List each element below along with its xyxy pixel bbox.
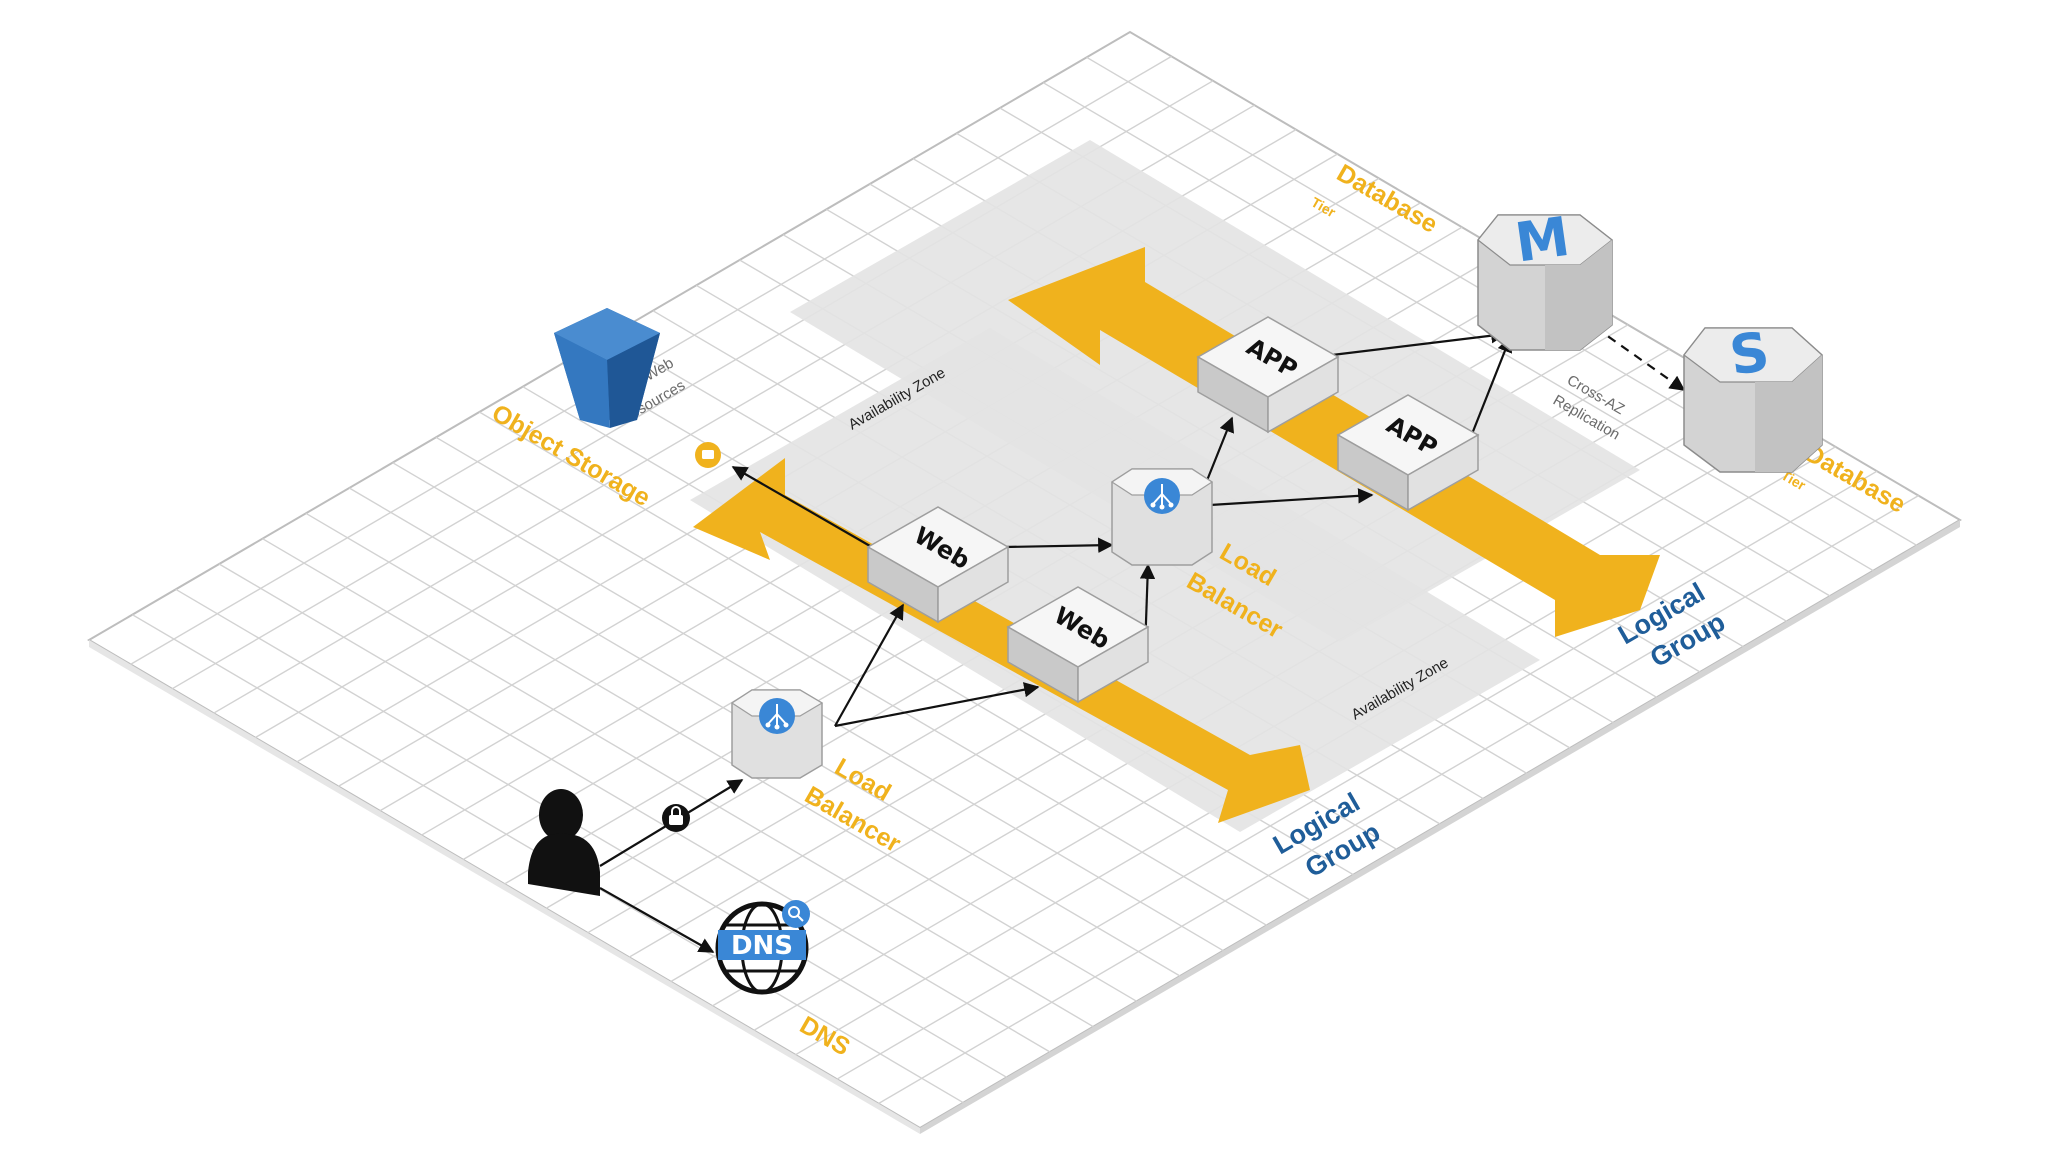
- arrow-app2-to-master: [1470, 336, 1513, 435]
- arrow-web-to-storage: [731, 466, 871, 547]
- db-master-label: M: [1511, 205, 1573, 275]
- search-icon: [782, 900, 810, 928]
- arrow-user-to-dns: [599, 887, 715, 953]
- dns-globe-text: DNS: [731, 931, 793, 961]
- arrow-lb-to-app2: [1209, 488, 1374, 507]
- web-server-1[interactable]: Web: [866, 506, 1010, 624]
- arrow-web1-to-lb: [1004, 537, 1114, 553]
- dns-globe-icon[interactable]: DNS: [715, 900, 810, 995]
- database-master[interactable]: M: [1477, 205, 1613, 351]
- bucket-icon[interactable]: [554, 308, 660, 428]
- app-server-2[interactable]: APP: [1336, 394, 1480, 512]
- app-server-1[interactable]: APP: [1196, 316, 1340, 434]
- web-server-2[interactable]: Web: [1006, 586, 1150, 704]
- arrow-lb-to-web1: [834, 603, 904, 727]
- load-balancer-icon: [759, 698, 795, 734]
- grid-line: [836, 470, 1878, 1080]
- logical-group-arrow-bottom: [693, 458, 1310, 823]
- arrow-app1-to-master: [1331, 328, 1507, 357]
- database-standby[interactable]: S: [1683, 320, 1823, 473]
- access-badge-icon: [695, 442, 721, 468]
- arrow-lb-to-web2: [834, 682, 1040, 728]
- load-balancer-icon: [1144, 478, 1180, 514]
- load-balancer-outer[interactable]: [730, 689, 824, 779]
- load-balancer-inner[interactable]: [1110, 468, 1214, 566]
- availability-zone-bottom: [690, 328, 1540, 832]
- grid-line: [878, 494, 1919, 1105]
- db-standby-label: S: [1726, 320, 1773, 388]
- user-icon[interactable]: [528, 789, 600, 896]
- lock-icon: [662, 804, 690, 832]
- logical-group-arrow-top: [1008, 247, 1660, 637]
